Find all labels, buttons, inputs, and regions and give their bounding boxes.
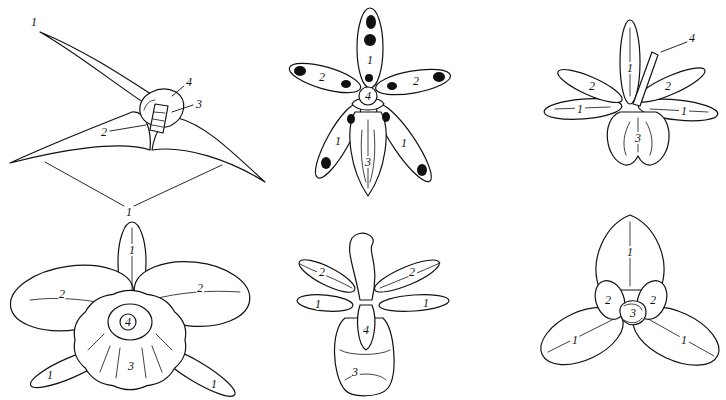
flower-outline	[350, 233, 375, 300]
leader-line	[172, 105, 193, 112]
flower-outline	[633, 52, 658, 106]
flower-drawing	[543, 20, 718, 165]
petal-spot	[417, 164, 427, 176]
leader-line	[172, 86, 184, 96]
callout-number: 3	[126, 360, 136, 372]
callout-number: 3	[350, 366, 360, 378]
petal-spot	[382, 112, 390, 122]
callout-number: 1	[421, 297, 431, 309]
callout-number: 1	[124, 206, 134, 218]
callout-number: 4	[687, 32, 697, 44]
callout-number: 1	[209, 378, 219, 390]
flower-outline	[620, 301, 646, 325]
vein-line	[144, 100, 165, 127]
callout-number: 2	[407, 266, 417, 278]
flower-drawing	[10, 32, 265, 206]
petal-spot	[347, 114, 355, 124]
vein-line	[624, 304, 642, 323]
petal-spot	[294, 66, 306, 76]
callout-number: 3	[633, 132, 643, 144]
vein-line	[340, 350, 390, 380]
callout-number: 2	[99, 126, 109, 138]
petal-spot	[366, 15, 376, 29]
callout-number: 4	[184, 76, 194, 88]
callout-number: 3	[628, 307, 638, 319]
flower-outline	[358, 305, 375, 350]
flower-outline	[120, 314, 136, 330]
callout-number: 1	[45, 369, 55, 381]
callout-number: 1	[679, 105, 689, 117]
flower-outline	[286, 57, 363, 99]
callout-number: 1	[365, 54, 375, 66]
callout-number: 2	[317, 266, 327, 278]
flower-outline	[374, 65, 453, 100]
callout-number: 4	[123, 316, 133, 328]
flower-drawing	[6, 222, 253, 400]
callout-number: 2	[648, 294, 658, 306]
callout-number: 4	[363, 90, 373, 102]
callout-number: 3	[194, 98, 204, 110]
petal-spot	[321, 157, 331, 169]
callout-number: 1	[313, 298, 323, 310]
flower-outline	[74, 290, 185, 389]
callout-number: 2	[195, 282, 205, 294]
flower-drawing	[286, 8, 452, 196]
callout-number: 1	[399, 137, 409, 149]
callout-number: 2	[57, 288, 67, 300]
flower-outline	[607, 112, 669, 165]
leader-line	[661, 42, 687, 52]
flower-outline	[357, 8, 383, 88]
callout-number: 2	[663, 80, 673, 92]
callout-number: 1	[29, 16, 39, 28]
vein-line	[555, 28, 708, 112]
callout-number: 1	[679, 334, 689, 346]
petal-spot	[387, 82, 397, 90]
flower-outline	[150, 104, 168, 133]
petal-spot	[433, 72, 445, 82]
flower-outline	[359, 87, 377, 105]
callout-number: 2	[411, 75, 421, 87]
callout-number: 1	[570, 334, 580, 346]
petal-spot	[364, 34, 376, 46]
flower-outline	[108, 304, 152, 340]
callout-number: 2	[603, 294, 613, 306]
flower-outline	[334, 318, 394, 396]
callout-number: 1	[625, 62, 635, 74]
callout-number: 1	[575, 103, 585, 115]
flower-outline	[10, 112, 150, 163]
flower-outline	[40, 32, 160, 108]
vein-line	[361, 120, 375, 188]
flower-outline	[152, 118, 265, 182]
callout-number: 2	[317, 71, 327, 83]
callout-number: 3	[363, 156, 373, 168]
petal-spot	[365, 74, 373, 82]
callout-number: 2	[587, 80, 597, 92]
flower-outline	[296, 293, 353, 314]
leader-line	[110, 125, 146, 131]
flower-outline	[379, 293, 450, 314]
petal-spot	[341, 80, 351, 88]
callout-number: 1	[127, 244, 137, 256]
flower-outline	[371, 254, 442, 298]
vein-line	[88, 334, 172, 378]
vein-line	[624, 118, 652, 155]
leader-line	[134, 165, 222, 206]
flower-outline	[554, 64, 625, 109]
callout-number: 4	[361, 324, 371, 336]
vein-line	[548, 222, 714, 356]
callout-number: 1	[333, 135, 343, 147]
flower-drawing	[532, 215, 726, 377]
callout-number: 1	[625, 246, 635, 258]
leader-line	[45, 162, 124, 206]
flower-drawing	[295, 233, 449, 396]
flower-outline	[350, 112, 386, 196]
